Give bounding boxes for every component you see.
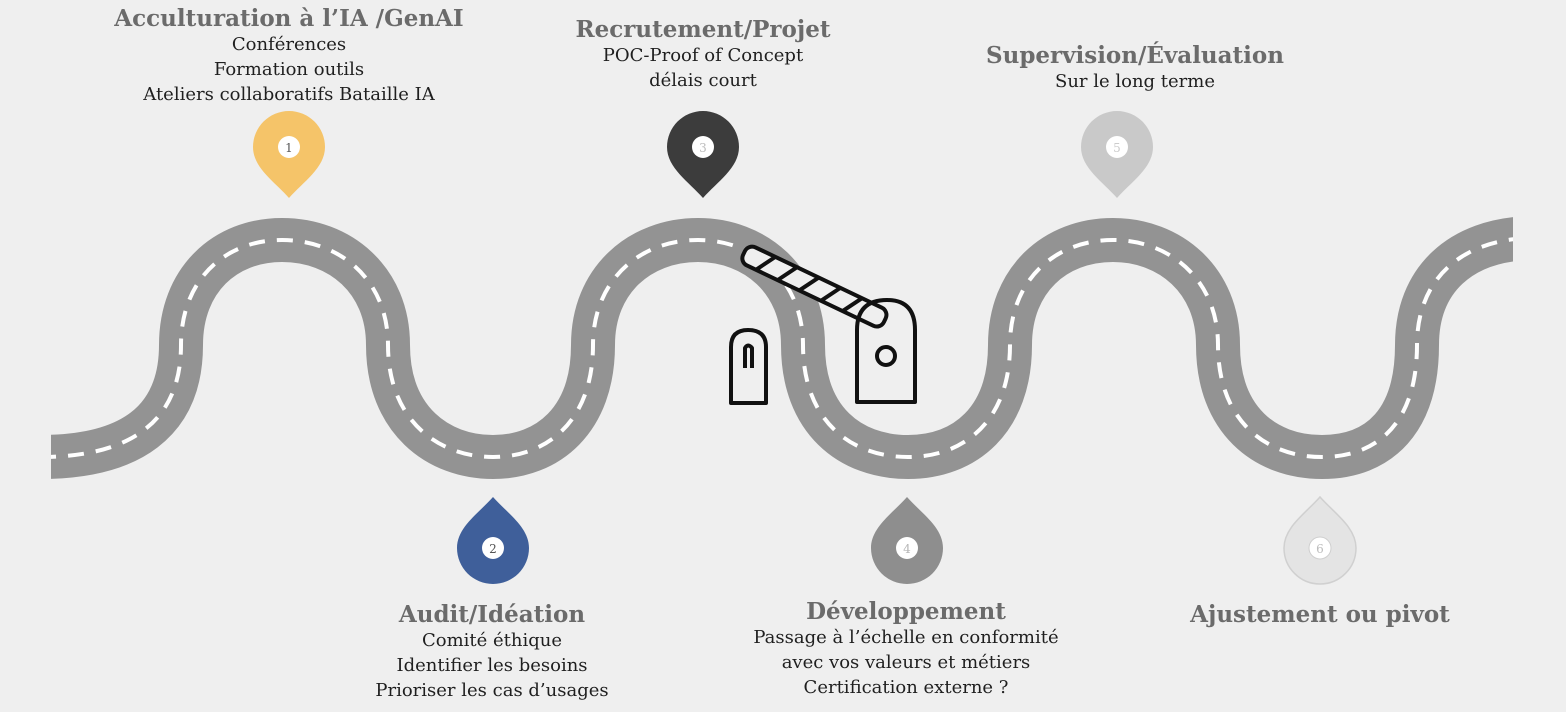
- step-2-line-1: Comité éthique: [421, 630, 563, 651]
- step-2-label: Audit/Idéation Comité éthique Identifier…: [292, 602, 692, 703]
- step-1-line-1: Conférences: [231, 34, 347, 55]
- road-center-dashes: [51, 237, 1513, 460]
- step-4-pin-number: 4: [903, 542, 911, 556]
- step-6-pin: 6: [1283, 495, 1357, 585]
- step-1-line-3: Ateliers collaboratifs Bataille IA: [143, 84, 435, 105]
- step-2-line-2: Identifier les besoins: [396, 655, 588, 676]
- step-1-title: Acculturation à l’IA /GenAI: [114, 5, 464, 32]
- step-3-title: Recrutement/Projet: [575, 16, 831, 43]
- step-3-label: Recrutement/Projet POC-Proof of Concept …: [503, 17, 903, 93]
- step-4-line-3: Certification externe ?: [803, 677, 1009, 698]
- step-6-label: Ajustement ou pivot: [1120, 602, 1520, 628]
- step-1-pin: 1: [253, 111, 325, 198]
- step-3-line-1: POC-Proof of Concept: [602, 45, 804, 66]
- step-5-title: Supervision/Évaluation: [985, 42, 1284, 69]
- step-2-line-3: Prioriser les cas d’usages: [375, 680, 609, 701]
- step-6-pin-number: 6: [1316, 542, 1324, 556]
- step-4-line-1: Passage à l’échelle en conformité: [753, 627, 1059, 648]
- step-1-label: Acculturation à l’IA /GenAI Conférences …: [64, 6, 514, 107]
- step-6-title: Ajustement ou pivot: [1190, 601, 1450, 628]
- step-5-line-1: Sur le long terme: [1054, 71, 1216, 92]
- step-4-title: Développement: [806, 598, 1006, 625]
- step-2-title: Audit/Idéation: [398, 601, 586, 628]
- step-1-pin-number: 1: [285, 141, 293, 155]
- step-3-pin: 3: [667, 111, 739, 198]
- step-2-pin-number: 2: [489, 542, 497, 556]
- barrier-gate-icon: [729, 244, 917, 405]
- step-4-pin: 4: [871, 497, 943, 584]
- step-5-label: Supervision/Évaluation Sur le long terme: [935, 43, 1335, 94]
- step-1-line-2: Formation outils: [213, 59, 365, 80]
- step-4-label: Développement Passage à l’échelle en con…: [686, 599, 1126, 700]
- step-3-line-2: délais court: [649, 70, 757, 91]
- step-4-line-2: avec vos valeurs et métiers: [781, 652, 1031, 673]
- step-3-pin-number: 3: [699, 141, 707, 155]
- step-5-pin-number: 5: [1113, 141, 1121, 155]
- step-2-pin: 2: [457, 497, 529, 584]
- step-5-pin: 5: [1081, 111, 1153, 198]
